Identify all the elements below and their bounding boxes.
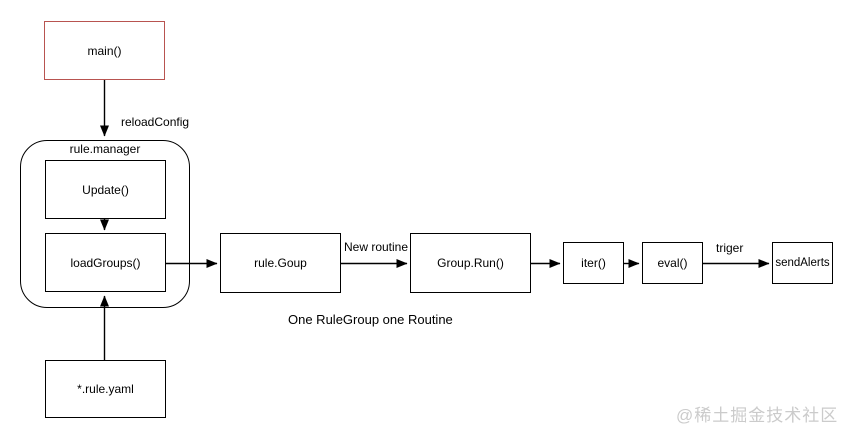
node-eval: eval() [642, 242, 703, 284]
node-ruleyaml: *.rule.yaml [45, 360, 166, 418]
node-update: Update() [45, 160, 166, 219]
node-rulegoup: rule.Goup [220, 233, 341, 293]
rule-manager-label: rule.manager [69, 142, 141, 156]
node-main: main() [44, 21, 165, 80]
node-loadgroups: loadGroups() [45, 233, 166, 292]
juejin-watermark: @稀土掘金技术社区 [676, 406, 839, 425]
rule-manager-container [20, 140, 190, 308]
node-iter: iter() [563, 242, 624, 284]
edge-label-triger: triger [716, 241, 744, 255]
node-sendalerts: sendAlerts [772, 242, 833, 284]
node-grouprun: Group.Run() [410, 233, 531, 293]
edge-label-reloadconfig: reloadConfig [121, 115, 190, 129]
diagram-caption: One RuleGroup one Routine [288, 312, 453, 327]
edge-label-new-routine: New routine [344, 240, 409, 254]
